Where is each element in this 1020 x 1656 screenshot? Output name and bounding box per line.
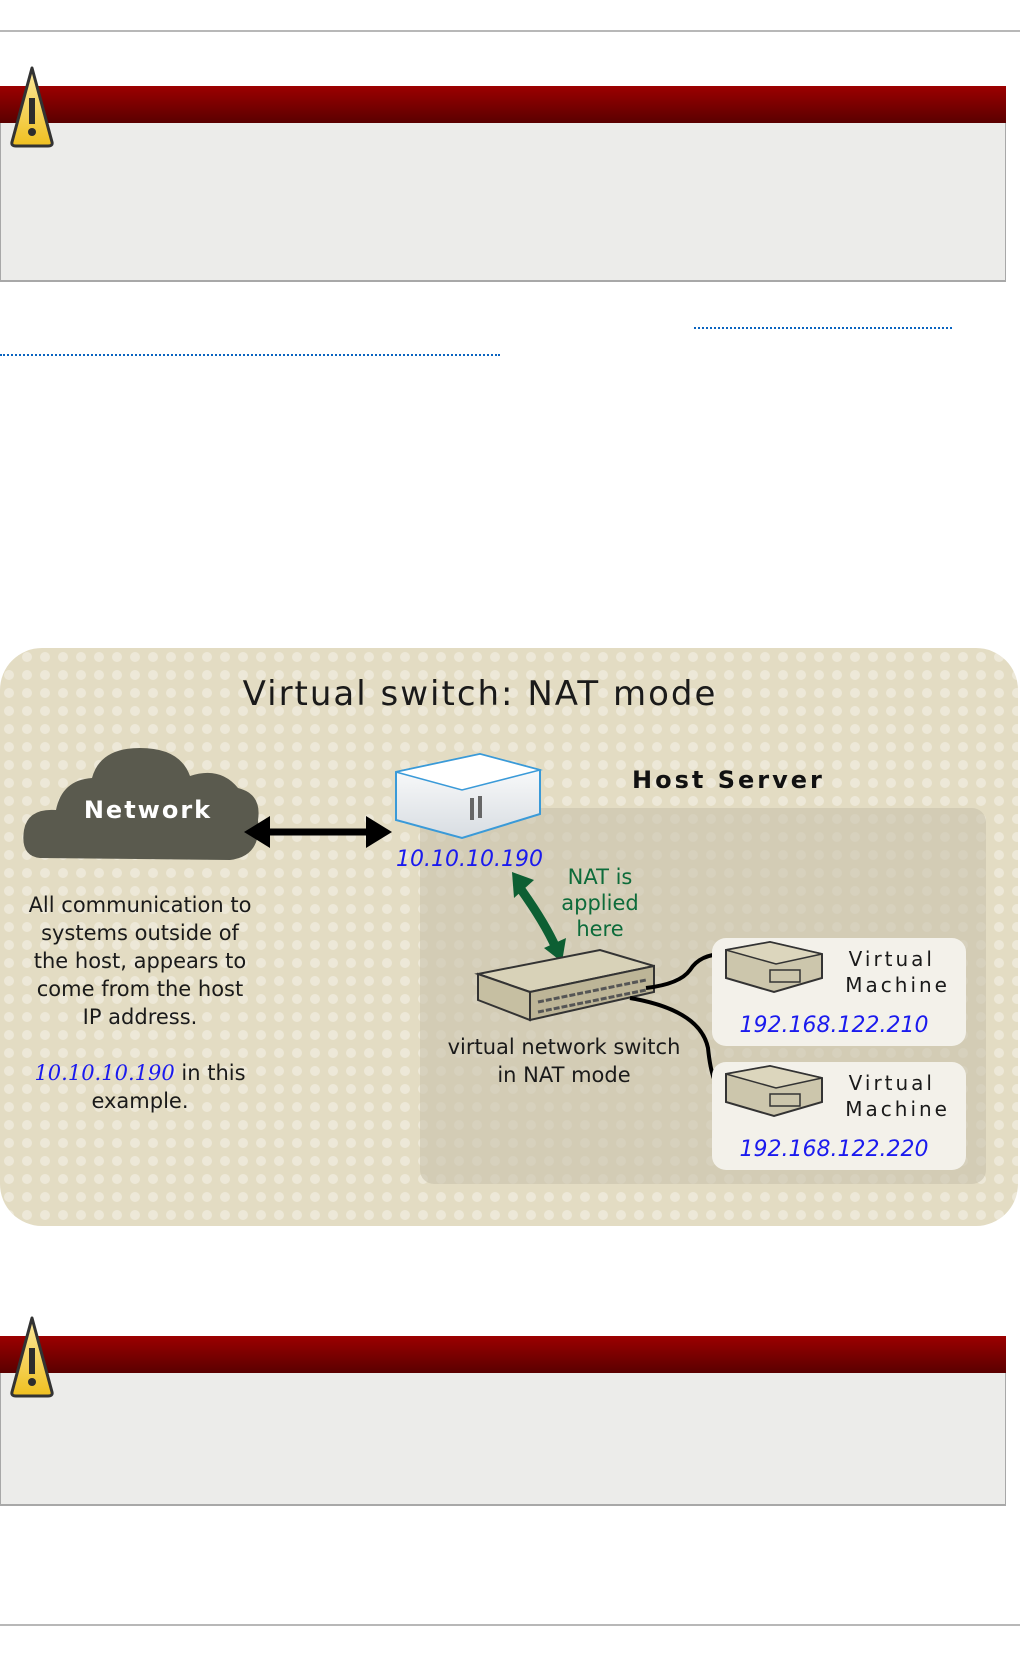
warning-triangle-icon xyxy=(10,1316,54,1398)
nat-note-line: applied xyxy=(561,891,638,915)
switch-label-line: in NAT mode xyxy=(497,1063,630,1087)
network-switch-icon xyxy=(474,948,655,1022)
vm-label: Virtual xyxy=(849,947,935,971)
description-line: the host, appears to xyxy=(34,949,246,973)
example-end: example. xyxy=(91,1089,188,1113)
description-line: systems outside of xyxy=(41,921,239,945)
host-ip: 10.10.10.190 xyxy=(396,847,543,872)
host-server-icon xyxy=(395,752,543,840)
link[interactable] xyxy=(694,327,952,329)
cable xyxy=(645,952,725,990)
admonition-body xyxy=(0,123,1006,282)
vm-card: Virtual Machine 192.168.122.220 xyxy=(712,1062,966,1170)
vm-label: Machine xyxy=(845,973,950,997)
nat-note-line: here xyxy=(576,917,623,941)
vm-card: Virtual Machine 192.168.122.210 xyxy=(712,938,966,1046)
example-line: 10.10.10.190 in this xyxy=(34,1061,245,1085)
double-arrow-icon xyxy=(244,816,392,848)
diagram-title: Virtual switch: NAT mode xyxy=(243,674,718,714)
warning-triangle-icon xyxy=(10,66,54,148)
description-line: All communication to xyxy=(29,893,252,917)
description-line: come from the host xyxy=(37,977,243,1001)
vm-label: Virtual xyxy=(849,1071,935,1095)
admonition-header-bar xyxy=(0,86,1006,123)
switch-label-line: virtual network switch xyxy=(448,1035,681,1059)
nat-arrow-icon xyxy=(512,872,566,962)
vm-server-icon xyxy=(725,1064,823,1118)
host-server-label: Host Server xyxy=(632,766,825,794)
description-line: IP address. xyxy=(83,1005,198,1029)
top-divider xyxy=(0,30,1020,32)
warning-admonition xyxy=(0,1316,1006,1506)
nat-mode-diagram: Virtual switch: NAT mode Network Host Se… xyxy=(0,648,1018,1226)
nat-note-line: NAT is xyxy=(568,865,633,889)
network-cloud-icon xyxy=(23,748,259,860)
vm-ip: 192.168.122.220 xyxy=(740,1137,929,1162)
vm-ip: 192.168.122.210 xyxy=(740,1013,929,1038)
example-suffix: in this xyxy=(175,1061,246,1085)
link[interactable] xyxy=(0,354,500,356)
bottom-divider xyxy=(0,1624,1020,1626)
network-label: Network xyxy=(84,796,212,824)
warning-admonition xyxy=(0,66,1006,282)
vm-server-icon xyxy=(725,940,823,994)
example-ip: 10.10.10.190 xyxy=(34,1061,174,1085)
admonition-body xyxy=(0,1373,1006,1506)
vm-label: Machine xyxy=(845,1097,950,1121)
admonition-header-bar xyxy=(0,1336,1006,1373)
